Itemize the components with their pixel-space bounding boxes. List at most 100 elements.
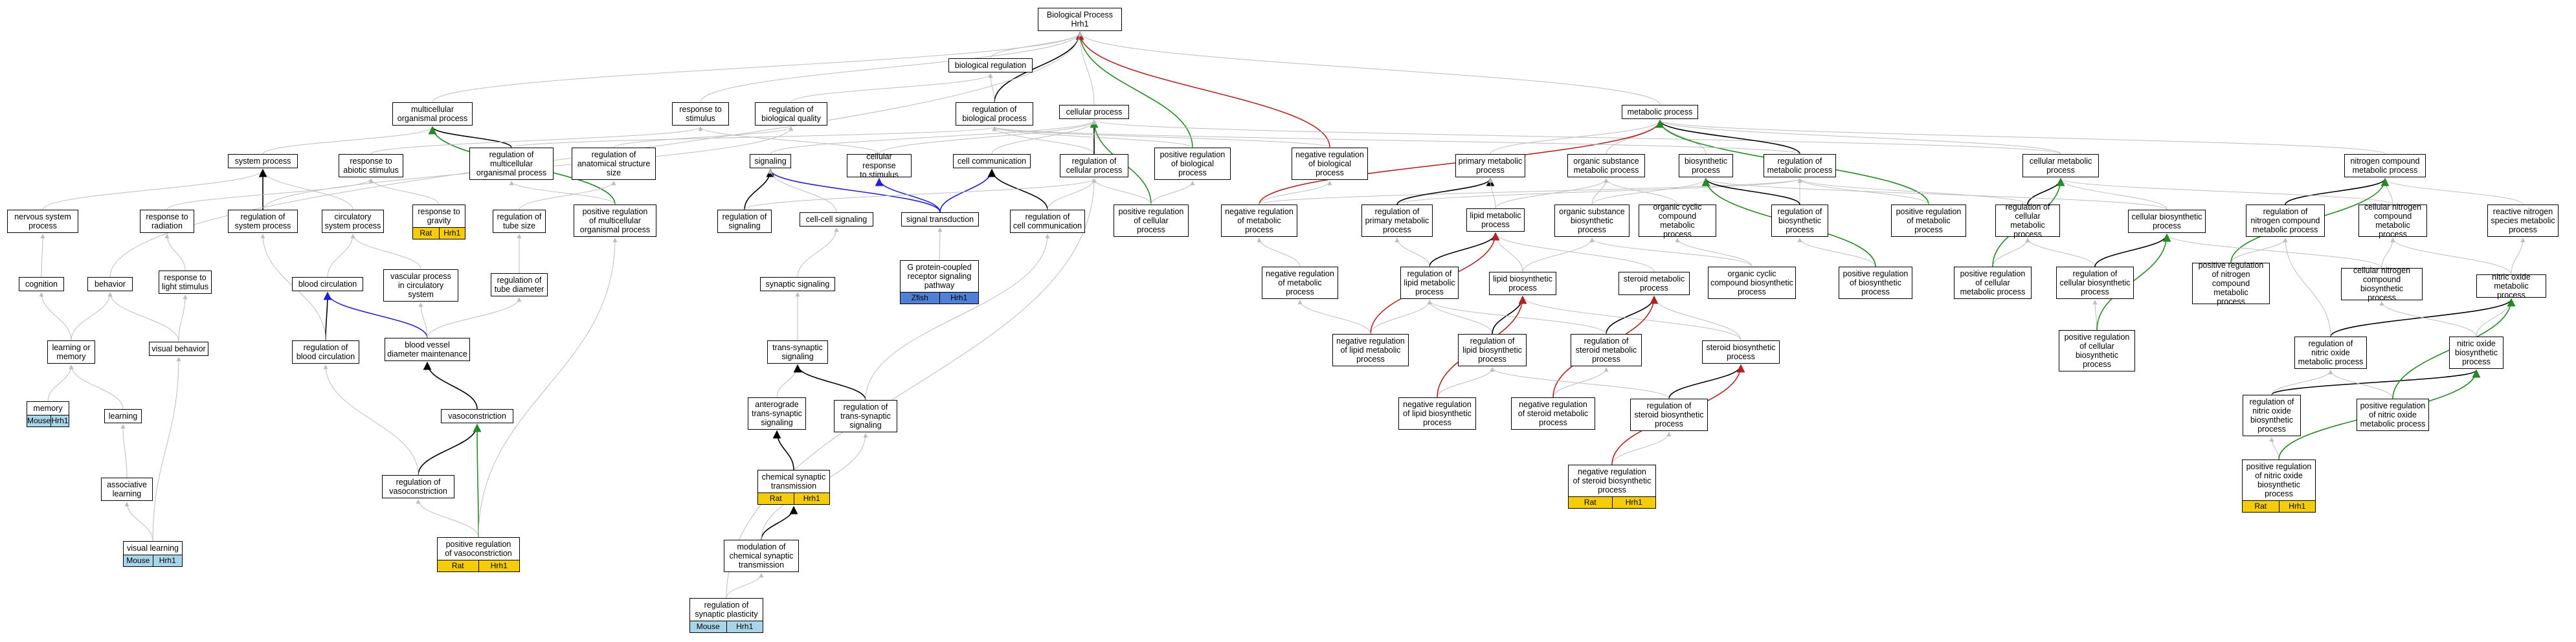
go-term-node[interactable]: primary metabolic process xyxy=(1455,154,1525,177)
go-term-node[interactable]: vasoconstriction xyxy=(441,409,513,423)
go-term-node[interactable]: nervous system process xyxy=(7,210,78,233)
go-term-node[interactable]: response to stimulus xyxy=(672,102,729,126)
go-term-node[interactable]: learning or memory xyxy=(47,340,95,364)
go-term-node[interactable]: regulation of cellular process xyxy=(1060,154,1128,177)
go-term-node[interactable]: positive regulation of cellular process xyxy=(1114,205,1189,237)
go-term-node[interactable]: negative regulation of steroid biosynthe… xyxy=(1568,465,1656,509)
go-term-node[interactable]: biological regulation xyxy=(948,58,1033,72)
go-term-node[interactable]: multicellular organismal process xyxy=(392,102,473,126)
go-term-node[interactable]: positive regulation of biosynthetic proc… xyxy=(1839,267,1912,299)
go-term-node[interactable]: regulation of system process xyxy=(228,210,298,233)
go-term-node[interactable]: positive regulation of nitrogen compound… xyxy=(2192,261,2270,306)
go-term-node[interactable]: regulation of tube size xyxy=(493,210,546,233)
go-term-node[interactable]: cellular process xyxy=(1059,105,1129,119)
go-term-node[interactable]: behavior xyxy=(87,277,133,291)
go-term-node[interactable]: metabolic process xyxy=(1622,105,1698,119)
go-term-node[interactable]: cell-cell signaling xyxy=(800,212,873,227)
go-term-node[interactable]: regulation of biosynthetic process xyxy=(1771,205,1828,237)
go-term-node[interactable]: regulation of lipid biosynthetic process xyxy=(1458,334,1527,366)
go-term-node[interactable]: regulation of biological process xyxy=(956,102,1033,126)
go-term-node[interactable]: organic cyclic compound metabolic proces… xyxy=(1639,203,1716,239)
go-term-node[interactable]: associative learning xyxy=(101,478,153,501)
go-term-node[interactable]: blood circulation xyxy=(292,277,363,291)
go-term-node[interactable]: anterograde trans-synaptic signaling xyxy=(748,397,806,430)
go-term-node[interactable]: regulation of trans-synaptic signaling xyxy=(834,400,897,432)
go-term-node[interactable]: nitrogen compound metabolic process xyxy=(2344,154,2426,177)
go-term-node[interactable]: negative regulation of lipid metabolic p… xyxy=(1332,334,1409,366)
go-term-node[interactable]: nitric oxide metabolic process xyxy=(2476,272,2546,300)
go-term-node[interactable]: response to light stimulus xyxy=(159,271,212,294)
go-term-node[interactable]: cellular nitrogen compound biosynthetic … xyxy=(2341,266,2423,302)
go-term-node[interactable]: regulation of cellular metabolic process xyxy=(1995,203,2060,239)
go-term-node[interactable]: positive regulation of cellular metaboli… xyxy=(1954,267,2032,299)
go-term-node[interactable]: lipid biosynthetic process xyxy=(1489,272,1556,295)
go-term-node[interactable]: synaptic signaling xyxy=(760,277,835,291)
go-term-node[interactable]: visual behavior xyxy=(149,342,208,356)
go-term-node[interactable]: regulation of cell communication xyxy=(1010,210,1085,233)
go-term-node[interactable]: negative regulation of biological proces… xyxy=(1292,148,1368,180)
go-term-node[interactable]: regulation of steroid metabolic process xyxy=(1571,334,1642,366)
go-term-node[interactable]: regulation of primary metabolic process xyxy=(1361,205,1433,237)
go-term-node[interactable]: learning xyxy=(104,409,142,423)
go-term-node[interactable]: organic substance biosynthetic process xyxy=(1554,205,1630,237)
go-term-node[interactable]: signal transduction xyxy=(901,212,979,227)
go-term-node[interactable]: positive regulation of nitric oxide meta… xyxy=(2357,399,2429,431)
go-term-node[interactable]: positive regulation of metabolic process xyxy=(1891,205,1966,237)
go-term-node[interactable]: regulation of metabolic process xyxy=(1764,154,1836,177)
go-term-node[interactable]: regulation of vasoconstriction xyxy=(382,475,454,498)
go-term-node[interactable]: vascular process in circulatory system xyxy=(383,269,458,302)
go-term-node[interactable]: organic cyclic compound biosynthetic pro… xyxy=(1708,267,1796,299)
go-term-node[interactable]: trans-synaptic signaling xyxy=(767,340,828,364)
go-term-node[interactable]: Biological Process Hrh1 xyxy=(1038,8,1122,31)
go-term-node[interactable]: regulation of cellular biosynthetic proc… xyxy=(2056,267,2134,299)
go-term-node[interactable]: regulation of nitrogen compound metaboli… xyxy=(2246,205,2325,237)
go-term-node[interactable]: signaling xyxy=(750,154,791,168)
go-term-node[interactable]: cellular biosynthetic process xyxy=(2128,210,2206,233)
go-term-node[interactable]: system process xyxy=(228,154,298,168)
go-term-node[interactable]: regulation of signaling xyxy=(717,210,772,233)
go-term-node[interactable]: modulation of chemical synaptic transmis… xyxy=(724,540,799,572)
go-term-node[interactable]: regulation of multicellular organismal p… xyxy=(469,148,554,180)
go-term-node[interactable]: G protein-coupled receptor signaling pat… xyxy=(900,260,979,304)
go-term-node[interactable]: regulation of blood circulation xyxy=(292,340,359,364)
go-term-node[interactable]: response to abiotic stimulus xyxy=(339,154,403,177)
go-term-node[interactable]: regulation of anatomical structure size xyxy=(572,148,656,180)
go-term-node[interactable]: reactive nitrogen species metabolic proc… xyxy=(2487,205,2559,237)
go-term-node[interactable]: cognition xyxy=(19,277,64,291)
go-term-node[interactable]: blood vessel diameter maintenance xyxy=(385,338,470,361)
go-term-node[interactable]: cell communication xyxy=(953,154,1031,168)
go-term-node[interactable]: regulation of tube diameter xyxy=(491,273,548,296)
go-term-node[interactable]: positive regulation of biological proces… xyxy=(1154,148,1231,180)
go-term-node[interactable]: negative regulation of steroid metabolic… xyxy=(1511,397,1595,430)
go-term-node[interactable]: regulation of biological quality xyxy=(755,102,827,126)
go-term-node[interactable]: nitric oxide biosynthetic process xyxy=(2449,337,2503,369)
go-term-node[interactable]: positive regulation of nitric oxide bios… xyxy=(2242,459,2316,513)
go-term-node[interactable]: biosynthetic process xyxy=(1679,154,1733,177)
go-term-node[interactable]: regulation of lipid metabolic process xyxy=(1400,267,1459,299)
go-term-node[interactable]: circulatory system process xyxy=(322,210,384,233)
go-term-node[interactable]: cellular metabolic process xyxy=(2022,154,2099,177)
go-term-node[interactable]: response to radiation xyxy=(140,210,194,233)
go-term-node[interactable]: organic substance metabolic process xyxy=(1567,154,1645,177)
go-term-node[interactable]: regulation of nitric oxide metabolic pro… xyxy=(2294,337,2367,369)
relation-edge xyxy=(2382,178,2524,205)
go-term-node[interactable]: regulation of steroid biosynthetic proce… xyxy=(1630,399,1708,431)
go-term-node[interactable]: negative regulation of metabolic process xyxy=(1221,205,1297,237)
relation-edge xyxy=(164,234,186,271)
go-term-node[interactable]: steroid biosynthetic process xyxy=(1702,340,1780,364)
go-term-node[interactable]: positive regulation of cellular biosynth… xyxy=(2059,330,2135,371)
go-term-node[interactable]: negative regulation of lipid biosyntheti… xyxy=(1398,397,1476,430)
go-term-node[interactable]: lipid metabolic process xyxy=(1466,208,1525,232)
go-term-node[interactable]: negative regulation of metabolic process xyxy=(1262,267,1338,299)
go-term-node[interactable]: positive regulation of multicellular org… xyxy=(574,205,656,237)
go-term-node[interactable]: regulation of nitric oxide biosynthetic … xyxy=(2243,395,2301,436)
go-term-node[interactable]: cellular nitrogen compound metabolic pro… xyxy=(2358,203,2427,239)
go-term-node[interactable]: steroid metabolic process xyxy=(1618,272,1690,295)
go-term-node[interactable]: cellular response to stimulus xyxy=(847,152,912,179)
